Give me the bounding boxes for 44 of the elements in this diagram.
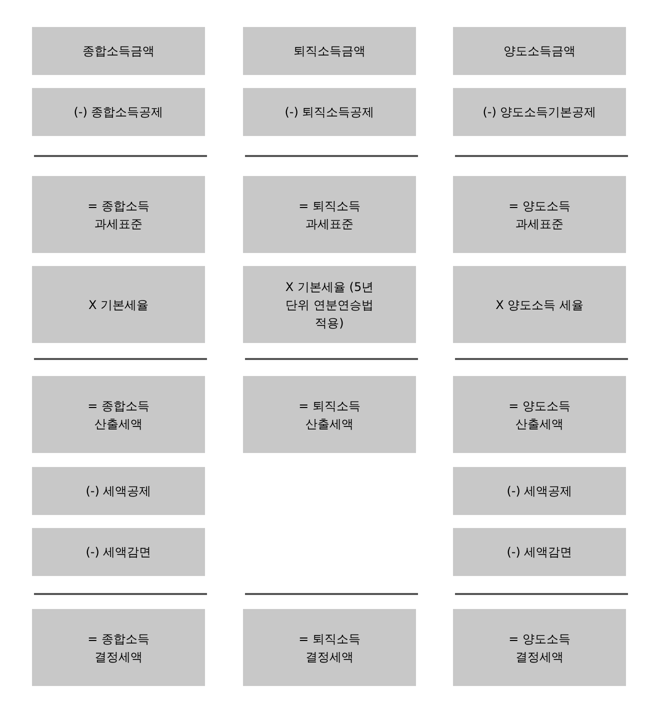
step-text: (-) 세액감면 — [86, 544, 152, 561]
step-text: = 종합소득 산출세액 — [86, 398, 150, 432]
step-text: 퇴직소득금액 — [294, 43, 366, 60]
step-text: (-) 양도소득기본공제 — [482, 104, 596, 121]
step-box — [243, 88, 416, 136]
step-box — [32, 176, 205, 253]
step-box — [32, 27, 205, 75]
step-text: (-) 퇴직소득공제 — [284, 104, 374, 121]
step-text: (-) 세액감면 — [506, 544, 572, 561]
step-text: X 양도소득 세율 — [496, 296, 584, 314]
step-box — [453, 609, 626, 686]
step-text: X 기본세율 (5년 단위 연분연승법 적용) — [284, 278, 375, 332]
step-box — [32, 609, 205, 686]
step-box — [453, 376, 626, 453]
step-text: (-) 세액공제 — [506, 483, 572, 500]
step-text: = 양도소득 결정세액 — [508, 630, 572, 666]
step-box — [243, 376, 416, 453]
step-box — [243, 176, 416, 253]
step-box — [453, 528, 626, 576]
step-box — [453, 266, 626, 343]
step-text: 종합소득금액 — [82, 43, 154, 60]
step-box — [453, 176, 626, 253]
step-box — [243, 27, 416, 75]
step-text: 양도소득금액 — [504, 43, 576, 60]
step-text: = 퇴직소득 결정세액 — [298, 630, 362, 666]
step-box — [32, 88, 205, 136]
step-box — [243, 266, 416, 343]
step-box — [453, 88, 626, 136]
step-text: = 양도소득 과세표준 — [508, 198, 572, 232]
step-text: = 양도소득 산출세액 — [508, 398, 572, 432]
step-text: (-) 종합소득공제 — [74, 104, 164, 121]
step-text: (-) 세액공제 — [86, 483, 152, 500]
step-box — [453, 27, 626, 75]
step-text: X 기본세율 — [88, 296, 149, 314]
step-text: = 종합소득 과세표준 — [86, 198, 150, 232]
step-box — [243, 609, 416, 686]
step-text: = 종합소득 결정세액 — [86, 630, 150, 666]
step-box — [32, 266, 205, 343]
step-text: = 퇴직소득 산출세액 — [298, 398, 362, 432]
step-box — [32, 376, 205, 453]
step-box — [32, 528, 205, 576]
step-box — [453, 467, 626, 515]
step-box — [32, 467, 205, 515]
step-text: = 퇴직소득 과세표준 — [298, 198, 362, 232]
